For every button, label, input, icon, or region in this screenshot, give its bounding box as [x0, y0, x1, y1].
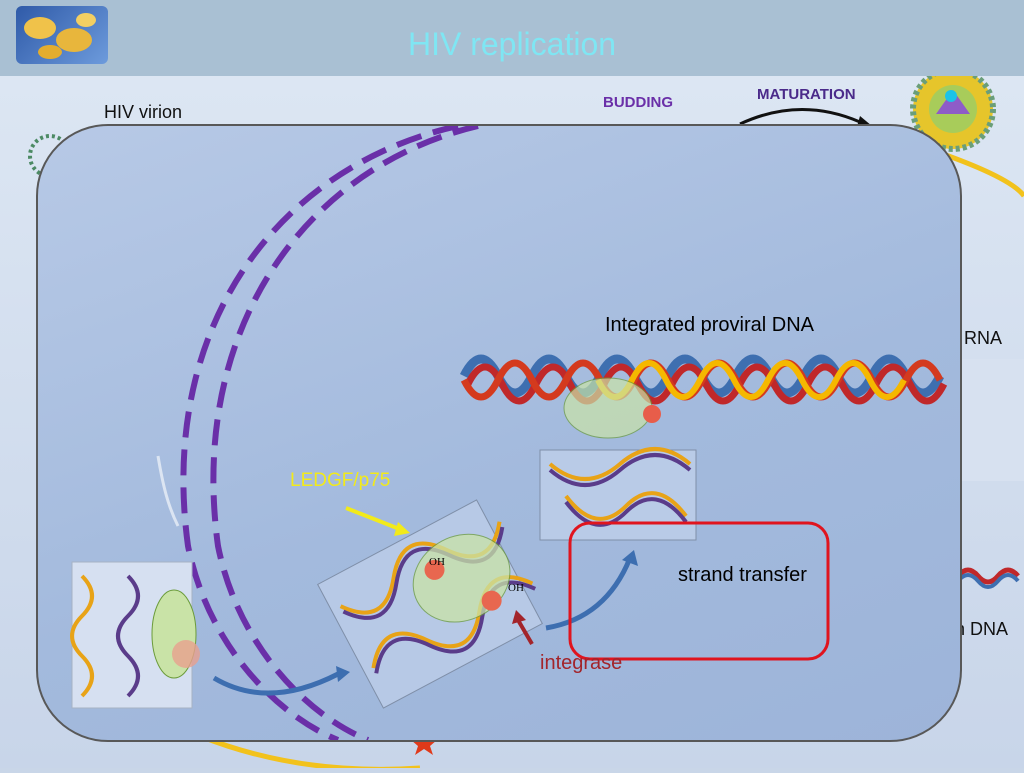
integration-artwork: [70, 126, 948, 740]
strand-transfer-label: strand transfer: [678, 564, 807, 586]
integration-complex-middle: [316, 499, 544, 709]
proviral-dna-helix: [459, 354, 948, 439]
budding-label: BUDDING: [603, 94, 673, 111]
ledgf-label: LEDGF/p75: [290, 470, 391, 491]
integrase-label: integrase: [540, 652, 623, 674]
dna-label-fragment: n DNA: [955, 619, 1009, 639]
slide-header: HIV replication: [0, 0, 1024, 76]
viral-dna-complex-left: [70, 561, 200, 709]
rna-label-fragment: l RNA: [955, 328, 1003, 348]
hiv-logo-image: [16, 6, 108, 64]
oh-left-label: OH: [429, 556, 445, 568]
hiv-virion-label: HIV virion: [104, 102, 183, 122]
oh-right-label: OH: [508, 582, 524, 594]
integration-panel: Integrated proviral DNA LEDGF/p75 strand…: [36, 124, 962, 742]
background-artwork: [28, 66, 1024, 772]
integrated-dna-label: Integrated proviral DNA: [605, 314, 814, 336]
strand-transfer-highlight-box: [568, 521, 830, 661]
maturation-label: MATURATION: [757, 86, 856, 103]
integration-complex-top: [539, 447, 697, 541]
slide-title: HIV replication: [407, 26, 617, 62]
